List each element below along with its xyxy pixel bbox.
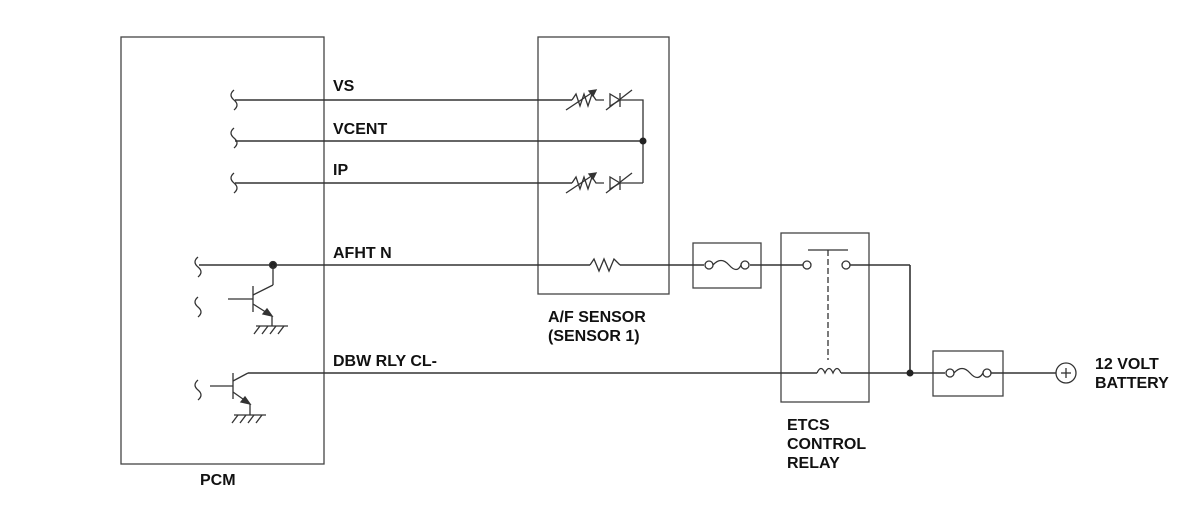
fuse-icon xyxy=(704,259,750,271)
label-vs: VS xyxy=(333,78,355,95)
relay-switch-icon xyxy=(802,249,851,360)
label-battery-volt: 12 VOLT xyxy=(1095,356,1159,373)
label-af-sensor-sub: (SENSOR 1) xyxy=(548,328,640,345)
label-battery: BATTERY xyxy=(1095,375,1169,392)
relay-coil-icon xyxy=(816,367,842,375)
sensor-cell-vs xyxy=(565,89,644,183)
sensor-cell-ip xyxy=(565,172,643,194)
label-pcm: PCM xyxy=(200,472,236,489)
connector-symbols xyxy=(194,89,238,401)
etcs-relay-box xyxy=(780,232,870,403)
af-sensor-box xyxy=(537,36,670,295)
fuse-icon xyxy=(945,367,992,379)
label-control: CONTROL xyxy=(787,436,866,453)
label-af-sensor: A/F SENSOR xyxy=(548,309,646,326)
transistor-dbw-icon xyxy=(210,372,266,424)
label-relay: RELAY xyxy=(787,455,840,472)
battery-plus-icon xyxy=(1055,362,1077,384)
pcm-box xyxy=(120,36,325,465)
label-afht: AFHT N xyxy=(333,245,392,262)
junction-dot-vcent xyxy=(639,137,647,145)
label-vcent: VCENT xyxy=(333,121,387,138)
junction-dot-battery xyxy=(906,369,914,377)
signal-wires xyxy=(199,99,1056,374)
label-ip: IP xyxy=(333,162,348,179)
label-dbw: DBW RLY CL- xyxy=(333,353,437,370)
heater-resistor-icon xyxy=(589,257,621,273)
label-etcs: ETCS xyxy=(787,417,830,434)
transistor-afht-icon xyxy=(228,260,288,335)
